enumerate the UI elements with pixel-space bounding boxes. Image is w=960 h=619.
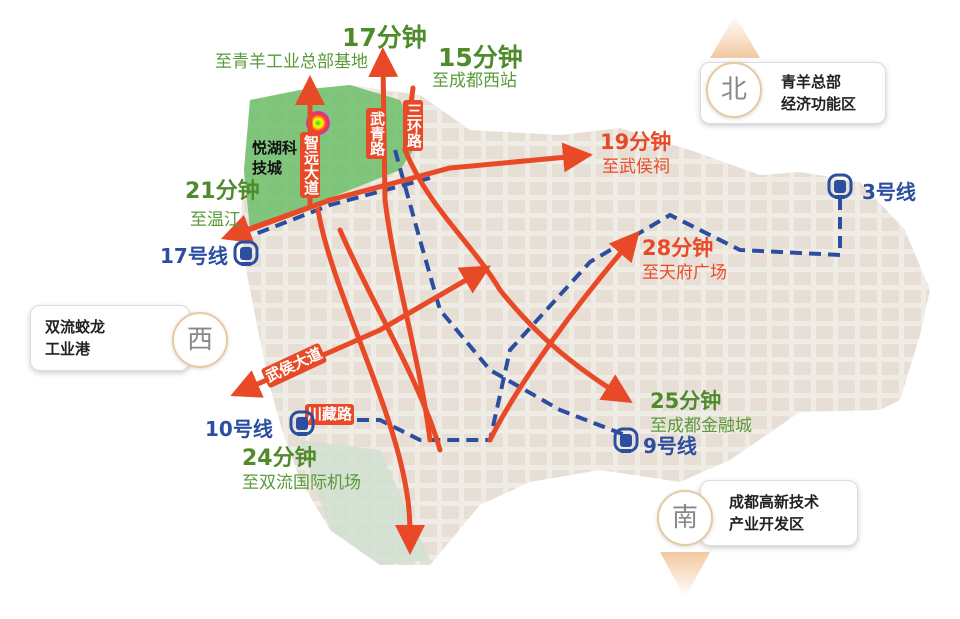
metro-icon: [233, 240, 259, 266]
road-south: [315, 207, 425, 555]
road-wuhou-ne: [377, 265, 491, 333]
road-label-wuqing: 武青路: [366, 108, 386, 159]
triangle-north: [710, 15, 760, 58]
compass-south: 南: [657, 490, 713, 546]
destination-label: 至温江: [190, 210, 241, 230]
metro-icon: [613, 427, 639, 453]
metro-icon: [827, 173, 853, 199]
destination-label: 至青羊工业总部基地: [215, 52, 368, 72]
compass-north: 北: [706, 62, 762, 118]
triangle-south: [660, 552, 710, 598]
metro-lines: [239, 149, 842, 442]
road-label-chuanzang: 川藏路: [305, 404, 355, 425]
road-tianfu: [487, 230, 640, 443]
metro-line-9: [393, 149, 626, 437]
destination-label: 至武侯祠: [602, 157, 670, 177]
metro-line-17: [239, 176, 431, 242]
time-label: 25分钟: [650, 389, 722, 413]
time-label: 21分钟: [185, 179, 260, 204]
metro-line-label: 17号线: [160, 244, 228, 268]
destination-label: 至成都金融城: [650, 416, 752, 436]
zone-label: 悦湖科技城: [252, 139, 298, 177]
destination-label: 至双流国际机场: [242, 473, 361, 493]
road-label-zhiyuan: 智远大道: [300, 132, 320, 198]
west-info-box: 双流蛟龙 工业港: [30, 305, 190, 371]
road-label-sanhuan: 三环路: [403, 100, 423, 151]
south-label: 成都高新技术 产业开发区: [729, 493, 820, 533]
metro-line-label: 3号线: [862, 180, 916, 204]
road-mid: [337, 227, 443, 453]
metro-line-label: 10号线: [205, 417, 273, 441]
city-area: [240, 85, 930, 565]
north-label: 青羊总部 经济功能区: [781, 73, 857, 113]
time-label: 24分钟: [242, 446, 317, 471]
metro-line-3: [300, 195, 842, 442]
compass-west: 西: [172, 312, 228, 368]
west-label: 双流蛟龙 工业港: [45, 318, 106, 358]
metro-icon: [289, 410, 315, 436]
time-label: 28分钟: [642, 236, 714, 260]
south-info-box: 成都高新技术 产业开发区: [700, 480, 858, 546]
time-label: 19分钟: [600, 130, 672, 154]
time-label: 15分钟: [438, 43, 523, 72]
destination-label: 至成都西站: [432, 71, 517, 91]
destination-label: 至天府广场: [642, 263, 727, 283]
metro-line-label: 9号线: [643, 434, 697, 458]
road-west-east-back: [220, 197, 333, 244]
time-label: 17分钟: [342, 23, 427, 52]
